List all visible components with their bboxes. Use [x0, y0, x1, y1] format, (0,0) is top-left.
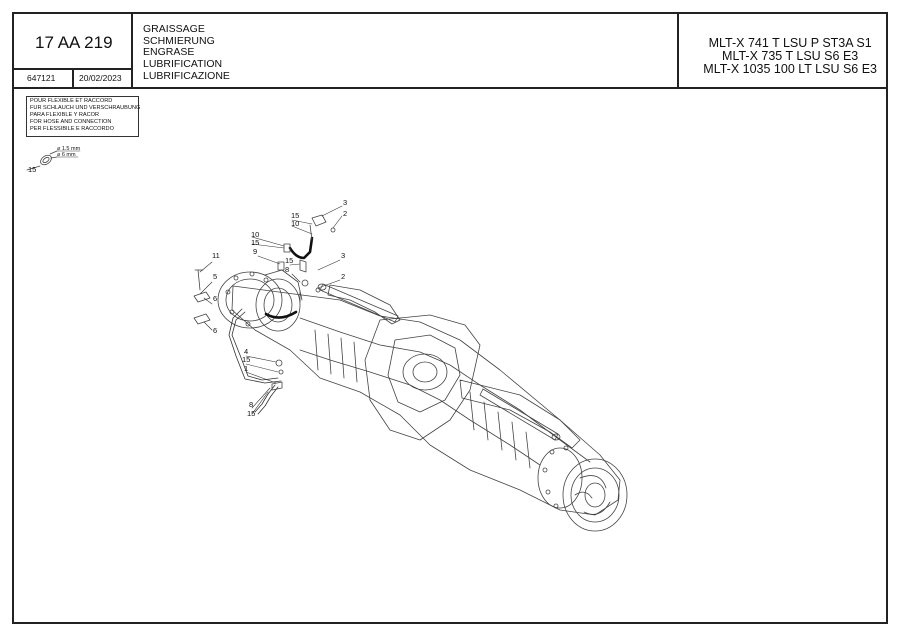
callout-15e: 15 — [247, 409, 255, 418]
callout-8b: 8 — [249, 400, 253, 409]
callout-15a: 15 — [291, 211, 299, 220]
model-list: MLT-X 741 T LSU P ST3A S1 MLT-X 735 T LS… — [703, 37, 877, 76]
document-date: 20/02/2023 — [79, 73, 122, 83]
callout-10b: 10 — [251, 230, 259, 239]
callout-6b: 6 — [213, 326, 217, 335]
category-fr: GRAISSAGE — [143, 23, 205, 35]
callout-4: 4 — [244, 347, 248, 356]
callout-1: 1 — [244, 364, 248, 373]
detail-dim-1: ⌀ 1.5 mm — [57, 146, 81, 152]
detail-ref-label: 15 — [28, 165, 36, 174]
callout-2a: 2 — [343, 209, 347, 218]
callout-15b: 15 — [251, 238, 259, 247]
category-it: LUBRIFICAZIONE — [143, 69, 230, 82]
divider-4 — [72, 68, 74, 89]
note-line-de: FUR SCHLAUCH UND VERSCHRAUBUNG — [30, 105, 141, 112]
leader-lines — [199, 205, 343, 415]
callout-2b: 2 — [341, 272, 345, 281]
category-de: SCHMIERUNG — [143, 34, 215, 47]
callout-11: 11 — [212, 251, 220, 260]
callout-5: 5 — [213, 272, 217, 281]
hose-note-box: POUR FLEXIBLE ET RACCORD FUR SCHLAUCH UN… — [26, 96, 141, 137]
left-wheel-hub — [217, 269, 303, 332]
callout-6a: 6 — [213, 294, 217, 303]
callout-labels: 3 2 15 10 10 15 9 15 8 3 2 11 5 6 6 4 15… — [212, 198, 347, 418]
right-wheel-hub — [537, 445, 628, 532]
model-3: MLT-X 1035 100 LT LSU S6 E3 — [703, 62, 877, 76]
grease-hoses — [264, 236, 314, 319]
drawing-frame — [12, 12, 888, 624]
o-ring-detail — [26, 150, 81, 171]
model-1: MLT-X 741 T LSU P ST3A S1 — [708, 36, 872, 50]
category-list: GRAISSAGE SCHMIERUNG ENGRASE LUBRIFICATI… — [143, 23, 230, 83]
callout-15c: 15 — [285, 256, 293, 265]
callout-10a: 10 — [291, 219, 299, 228]
reference-code: 17 AA 219 — [35, 33, 113, 52]
steering-rods — [317, 283, 561, 441]
note-line-en: FOR HOSE AND CONNECTION — [30, 119, 112, 126]
grease-fittings — [193, 214, 336, 391]
note-line-fr: POUR FLEXIBLE ET RACCORD — [30, 98, 113, 104]
detail-dim-2: ⌀ 6 mm — [57, 152, 76, 158]
callout-3b: 3 — [341, 251, 345, 260]
divider-1 — [131, 12, 133, 89]
callout-15d: 15 — [242, 355, 250, 364]
note-line-it: PER FLESSIBILE E RACCORDO — [30, 126, 114, 133]
grease-pipe — [228, 308, 282, 415]
model-2: MLT-X 735 T LSU S6 E3 — [722, 49, 859, 63]
note-line-es: PARA FLEXIBLE Y RACOR — [30, 112, 100, 119]
document-number: 647121 — [27, 73, 56, 83]
callout-3a: 3 — [343, 198, 347, 207]
category-es: ENGRASE — [143, 46, 195, 59]
axle-housing — [231, 284, 621, 516]
category-en: LUBRIFICATION — [143, 58, 223, 71]
callout-9: 9 — [253, 247, 257, 256]
callout-8a: 8 — [285, 265, 289, 274]
divider-2 — [677, 12, 679, 89]
